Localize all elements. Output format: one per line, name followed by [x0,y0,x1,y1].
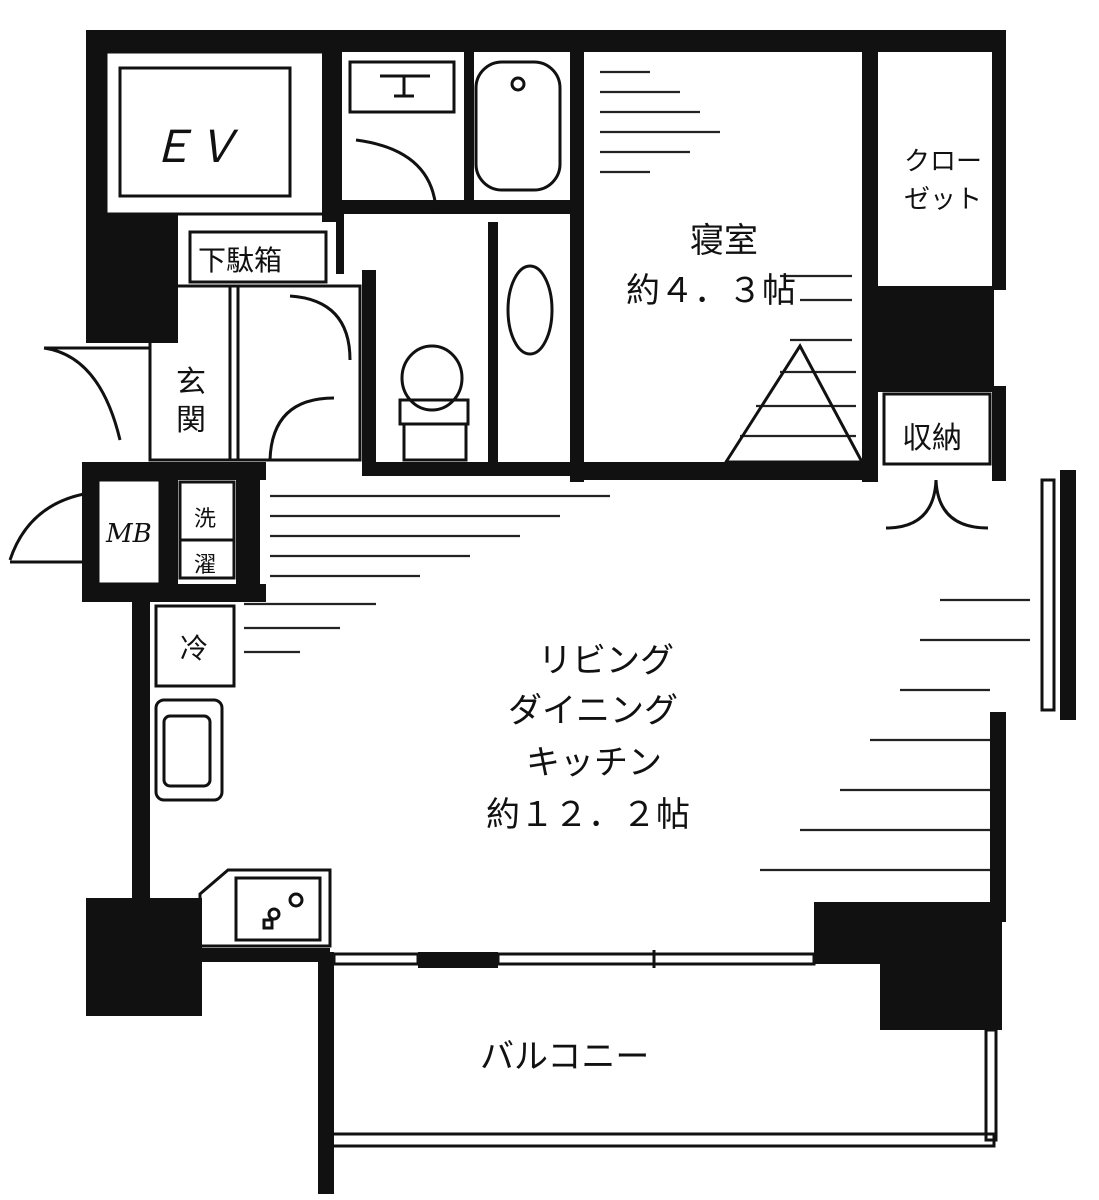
shoe-storage-label: 下駄箱 [198,244,282,277]
ldk-label-line3: キッチン [526,743,662,783]
bedroom-hatching [600,70,865,464]
laundry-label-line1: 洗 [194,507,216,532]
ldk-label-line1: リビング [538,641,674,681]
interior-walls [82,50,992,960]
ldk-hatching [244,494,1030,872]
ldk-size: 約１２．２帖 [486,795,690,835]
entrance-label-line2: 関 [176,403,206,438]
fixtures [8,34,1056,968]
mb-label: MB [105,519,152,549]
room-labels: ＥＶ クロー ゼット 寝室 約４．３帖 下駄箱 玄 関 収納 MB 洗 濯 冷 … [105,122,982,1077]
ldk-label-line2: ダイニング [508,691,678,731]
bedroom-size: 約４．３帖 [626,271,796,311]
closet-label-line1: クロー [904,147,982,177]
ev-label: ＥＶ [150,122,239,173]
entrance-label-line1: 玄 [176,365,206,400]
fridge-label: 冷 [180,632,208,665]
laundry-label-line2: 濯 [194,553,216,578]
bedroom-name: 寝室 [690,221,758,261]
balcony-label: バルコニー [480,1037,649,1077]
closet-label-line2: ゼット [904,185,982,215]
outer-walls [86,30,1076,1194]
ps-label: PS [831,933,862,958]
storage-label: 収納 [902,421,962,456]
